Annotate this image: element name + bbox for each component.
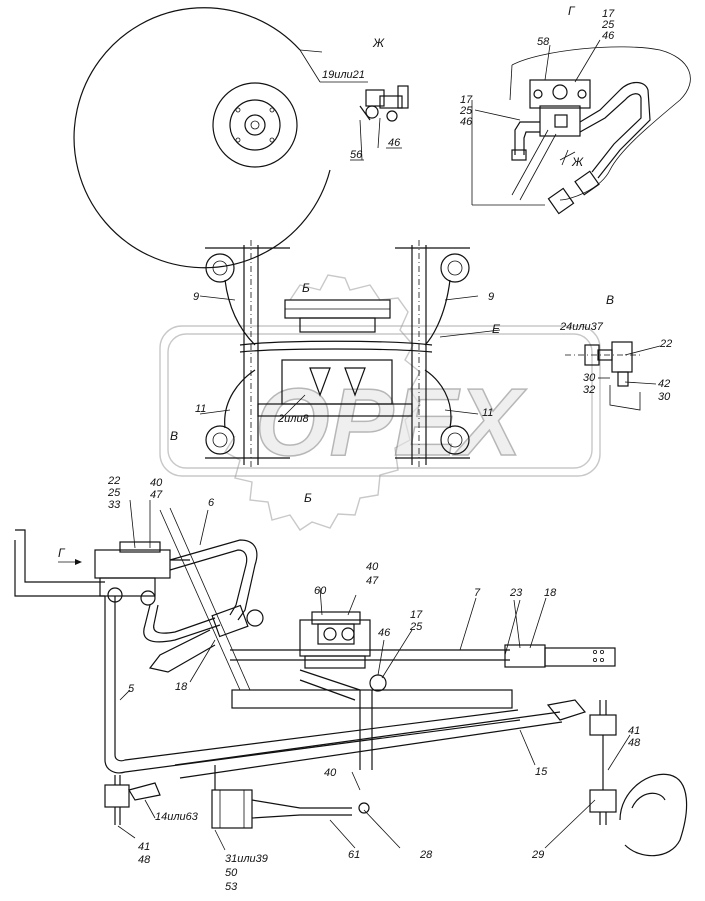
view-label-g: Г	[568, 4, 576, 18]
label-2or8: 2или8	[277, 413, 310, 425]
label-41-right: 41	[628, 725, 640, 737]
label-40-a: 40	[150, 477, 163, 489]
view-v-detail: В 24или37 22 30 32 42 30	[559, 293, 672, 411]
label-11-left: 11	[195, 403, 206, 415]
label-23: 23	[509, 587, 523, 599]
section-label-v-left: В	[170, 429, 178, 443]
section-label-b-bottom: Б	[304, 491, 312, 505]
label-g2-46: 46	[460, 116, 473, 128]
frame-top-view: 9 9 11 11 2или8 Б Б Е В	[170, 240, 501, 505]
label-g-25: 25	[601, 19, 615, 31]
label-19or21: 19или21	[322, 69, 365, 81]
label-b-33: 33	[108, 499, 121, 511]
label-46-c: 46	[378, 627, 391, 639]
label-9-right: 9	[488, 291, 494, 303]
watermark-logo: OPEX	[159, 274, 601, 531]
main-assembly: Г	[14, 475, 688, 893]
label-56: 56	[350, 149, 363, 161]
label-29: 29	[531, 849, 544, 861]
label-g2-17: 17	[460, 94, 473, 106]
section-label-e: Е	[492, 322, 501, 336]
label-31or39: 31или39	[225, 853, 268, 865]
view-g-assembly: Г 17 25 46 58 17 25 46 Ж	[459, 4, 691, 215]
label-28: 28	[419, 849, 433, 861]
label-9-left: 9	[193, 291, 199, 303]
label-v-42: 42	[658, 378, 670, 390]
view-label-v: В	[606, 293, 614, 307]
label-25-c: 25	[409, 621, 423, 633]
label-18-right: 18	[544, 587, 557, 599]
label-40-c: 40	[324, 767, 337, 779]
label-6: 6	[208, 497, 215, 509]
section-label-b-top: Б	[302, 281, 310, 295]
label-41-left: 41	[138, 841, 150, 853]
section-label-zh: Ж	[571, 155, 584, 169]
label-58: 58	[537, 36, 550, 48]
label-60: 60	[314, 585, 327, 597]
label-b-22: 22	[107, 475, 120, 487]
label-46: 46	[388, 137, 401, 149]
label-15: 15	[535, 766, 548, 778]
label-48-left: 48	[138, 854, 151, 866]
label-14or63: 14или63	[155, 811, 199, 823]
label-g-17: 17	[602, 8, 615, 20]
label-61: 61	[348, 849, 360, 861]
label-5: 5	[128, 683, 135, 695]
label-11-right: 11	[482, 407, 493, 419]
label-v-30: 30	[583, 372, 596, 384]
label-50: 50	[225, 867, 238, 879]
label-7: 7	[474, 587, 481, 599]
watermark-text: OPEX	[255, 369, 527, 476]
section-label-g-bottom: Г	[58, 546, 66, 560]
label-v-30b: 30	[658, 391, 671, 403]
label-24or37: 24или37	[559, 321, 604, 333]
label-53: 53	[225, 881, 238, 893]
label-v-22: 22	[659, 338, 672, 350]
label-18-left: 18	[175, 681, 188, 693]
label-48-right: 48	[628, 737, 641, 749]
label-47-b: 47	[366, 575, 379, 587]
label-g-46: 46	[602, 30, 615, 42]
label-47-a: 47	[150, 489, 163, 501]
label-17-c: 17	[410, 609, 423, 621]
view-label-zh: Ж	[372, 36, 385, 50]
label-v-32: 32	[583, 384, 595, 396]
label-b-25: 25	[107, 487, 121, 499]
view-zh-wheel: Ж 19или21 46 56	[73, 7, 409, 269]
label-g2-25: 25	[459, 105, 473, 117]
label-40-b: 40	[366, 561, 379, 573]
